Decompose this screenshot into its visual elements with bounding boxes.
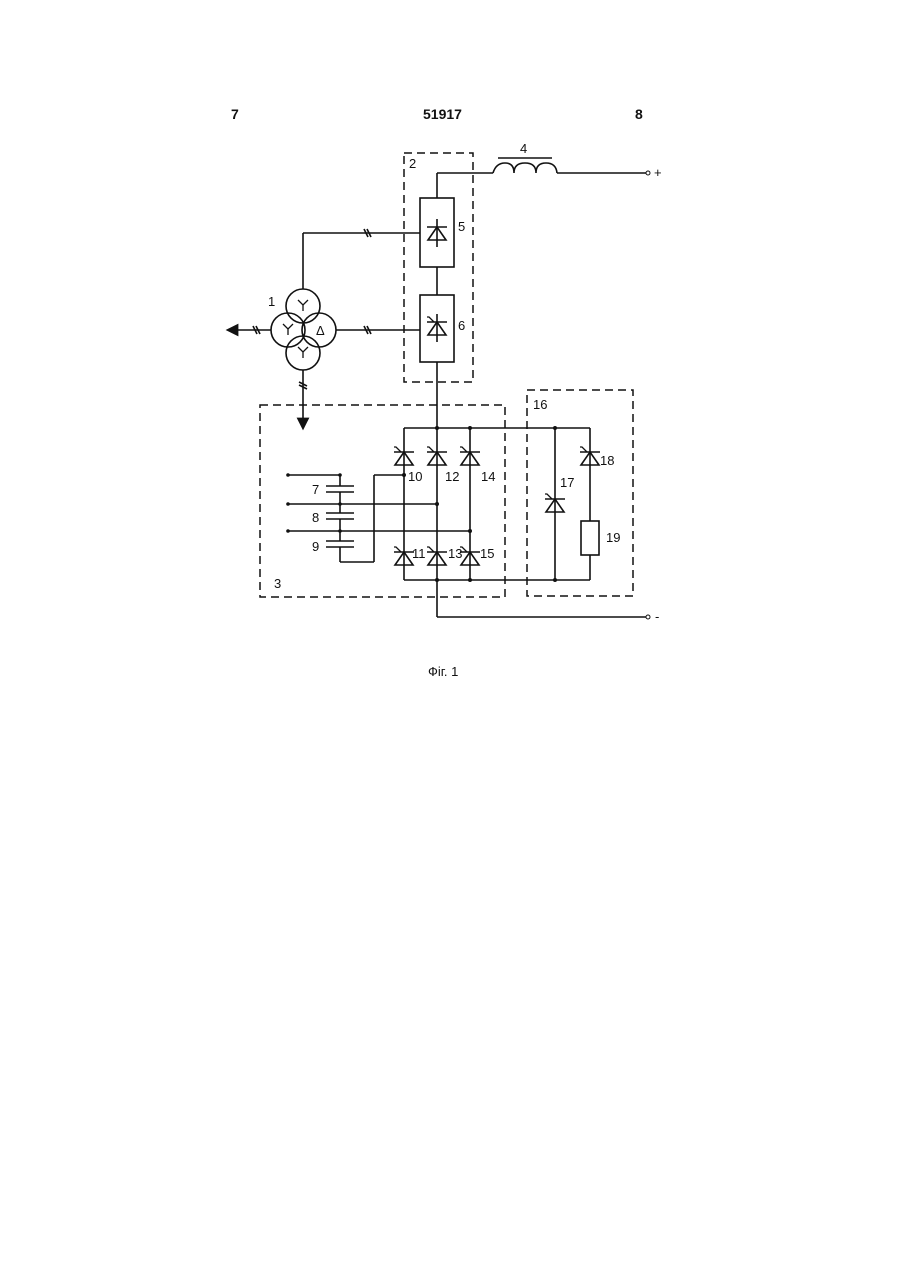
plus-terminal (646, 171, 650, 175)
resistor-label-19: 19 (606, 530, 620, 545)
thyristor-label-15: 15 (480, 546, 494, 561)
transformer-label: 1 (268, 294, 275, 309)
thyristor-label-12: 12 (445, 469, 459, 484)
capacitor-9 (326, 541, 354, 547)
figure-caption: Фіг. 1 (428, 664, 458, 679)
capacitor-label-8: 8 (312, 510, 319, 525)
delta-symbol: Δ (316, 323, 325, 338)
rectifier-label-5: 5 (458, 219, 465, 234)
thyristor-label-10: 10 (408, 469, 422, 484)
capacitor-7 (326, 486, 354, 492)
thyristor-label-18: 18 (600, 453, 614, 468)
thyristor-label-13: 13 (448, 546, 462, 561)
minus-terminal-label: - (655, 609, 659, 624)
converter-block-label: 2 (409, 156, 416, 171)
capacitor-label-7: 7 (312, 482, 319, 497)
reactor-label: 4 (520, 141, 527, 156)
thyristor-label-17: 17 (560, 475, 574, 490)
reactor-coil (493, 163, 557, 173)
thyristor-label-14: 14 (481, 469, 495, 484)
resistor-19 (581, 521, 599, 555)
capacitor-label-9: 9 (312, 539, 319, 554)
minus-terminal (646, 615, 650, 619)
thyristor-label-11: 11 (412, 546, 426, 561)
plus-terminal-label: + (654, 165, 662, 180)
switch-block-label: 3 (274, 576, 281, 591)
crowbar-block-boundary (527, 390, 633, 596)
capacitor-8 (326, 513, 354, 519)
switch-block-boundary (260, 405, 505, 597)
crowbar-block-label: 16 (533, 397, 547, 412)
rectifier-label-6: 6 (458, 318, 465, 333)
